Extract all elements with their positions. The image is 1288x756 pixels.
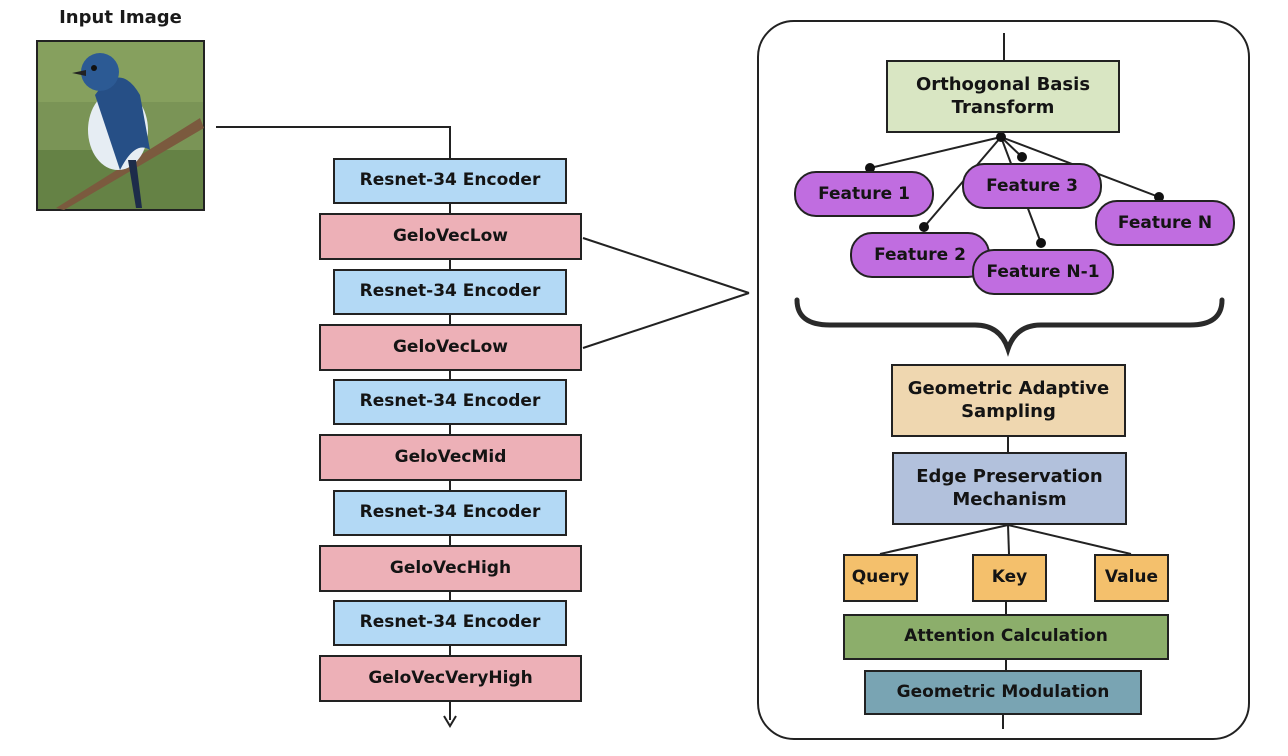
gelovec-low-1: GeloVecLow: [319, 213, 582, 260]
geometric-adaptive-sampling: Geometric Adaptive Sampling: [891, 364, 1126, 437]
brace: [794, 297, 1225, 357]
resnet-encoder-3: Resnet-34 Encoder: [333, 379, 567, 425]
input-image: [36, 40, 205, 211]
gelovec-high: GeloVecHigh: [319, 545, 582, 592]
feature-2: Feature 2: [850, 232, 990, 278]
gelovec-mid: GeloVecMid: [319, 434, 582, 481]
resnet-encoder-2: Resnet-34 Encoder: [333, 269, 567, 315]
feature-3: Feature 3: [962, 163, 1102, 209]
value-box: Value: [1094, 554, 1169, 602]
feature-n-minus-1: Feature N-1: [972, 249, 1114, 295]
input-image-title: Input Image: [59, 7, 182, 28]
detail-panel: [757, 20, 1250, 740]
resnet-encoder-5: Resnet-34 Encoder: [333, 600, 567, 646]
query-box: Query: [843, 554, 918, 602]
gelovec-low-2: GeloVecLow: [319, 324, 582, 371]
orthogonal-basis-transform: Orthogonal Basis Transform: [886, 60, 1120, 133]
gelovec-very-high: GeloVecVeryHigh: [319, 655, 582, 702]
edge-preservation-mechanism: Edge Preservation Mechanism: [892, 452, 1127, 525]
attention-calculation: Attention Calculation: [843, 614, 1169, 660]
feature-n: Feature N: [1095, 200, 1235, 246]
key-box: Key: [972, 554, 1047, 602]
geometric-modulation: Geometric Modulation: [864, 670, 1142, 715]
resnet-encoder-1: Resnet-34 Encoder: [333, 158, 567, 204]
feature-1: Feature 1: [794, 171, 934, 217]
resnet-encoder-4: Resnet-34 Encoder: [333, 490, 567, 536]
feature-tree-nodes: [865, 132, 1164, 248]
